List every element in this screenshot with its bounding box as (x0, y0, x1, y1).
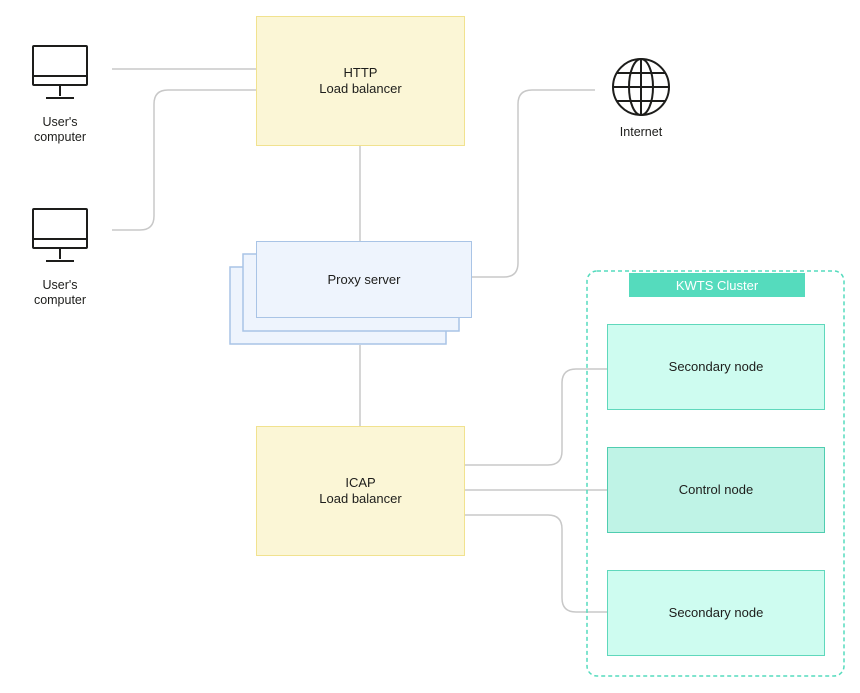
computer-label: User's computer (20, 278, 100, 308)
proxy-server-label: Proxy server (327, 271, 401, 287)
computer-label-line1: User's (42, 278, 78, 292)
computer-label-line1: User's (42, 115, 78, 129)
cluster-outline (586, 270, 845, 677)
connectors (112, 68, 607, 613)
control-node-label: Control node (678, 482, 754, 497)
cluster-title: KWTS Cluster (629, 273, 805, 297)
http-lb-line2: Load balancer (319, 81, 402, 96)
connector-icap-secondary1 (465, 368, 607, 466)
connector-proxy-internet (472, 89, 595, 278)
monitor-icon (32, 208, 88, 262)
icap-load-balancer: ICAP Load balancer (256, 426, 465, 556)
computer-label: User's computer (20, 115, 100, 145)
icap-lb-line1: ICAP (345, 475, 376, 490)
secondary-node: Secondary node (607, 324, 825, 410)
icap-lb-line2: Load balancer (319, 491, 402, 506)
secondary-node-label: Secondary node (668, 605, 764, 620)
proxy-server: Proxy server (256, 241, 472, 318)
http-lb-line1: HTTP (343, 65, 378, 80)
computer-label-line2: computer (33, 293, 87, 307)
http-load-balancer: HTTP Load balancer (256, 16, 465, 146)
control-node: Control node (607, 447, 825, 533)
connector-icap-secondary2 (465, 514, 607, 613)
globe-icon (612, 58, 670, 116)
secondary-node-label: Secondary node (668, 359, 764, 374)
computer-label-line2: computer (33, 130, 87, 144)
secondary-node: Secondary node (607, 570, 825, 656)
internet-label: Internet (619, 125, 663, 139)
monitor-icon (32, 45, 88, 99)
connector-computer2-http (112, 89, 256, 231)
